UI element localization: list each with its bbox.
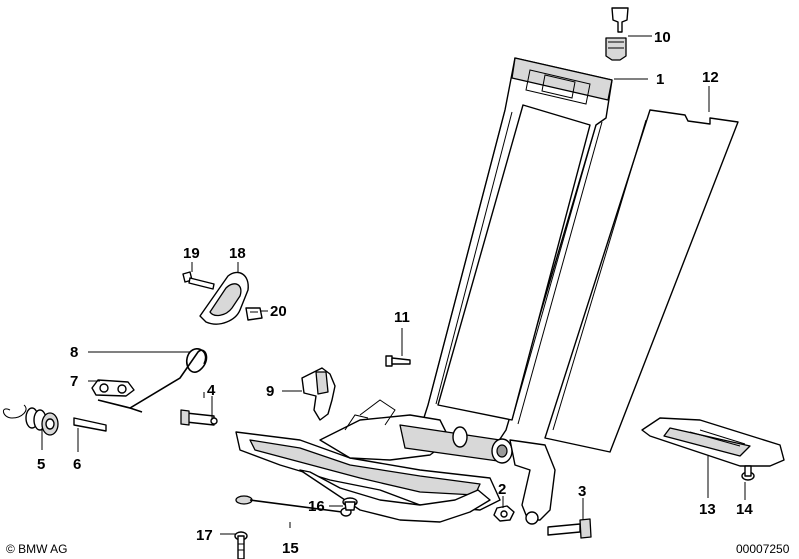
callout-19: 19 — [183, 245, 200, 262]
callout-8: 8 — [70, 344, 78, 361]
spring-clamp[interactable] — [91, 379, 135, 397]
coil-spring[interactable] — [3, 404, 59, 436]
callout-9: 9 — [266, 383, 274, 400]
copyright-label: © BMW AG — [6, 542, 68, 556]
callout-3: 3 — [578, 483, 586, 500]
pin-bolt[interactable] — [180, 409, 218, 426]
callout-15: 15 — [282, 540, 299, 557]
callout-13: 13 — [699, 501, 716, 518]
rivet[interactable] — [741, 465, 755, 481]
callout-12: 12 — [702, 69, 719, 86]
callout-1: 1 — [656, 71, 664, 88]
callout-6: 6 — [73, 456, 81, 473]
callout-18: 18 — [229, 245, 246, 262]
nut[interactable] — [493, 505, 515, 522]
backrest-frame[interactable] — [419, 57, 613, 446]
lever-trim[interactable] — [199, 271, 249, 325]
leader-lines — [41, 35, 746, 535]
mounting-bracket[interactable] — [301, 367, 336, 421]
torsion-spring[interactable] — [97, 348, 208, 413]
callout-16: 16 — [308, 498, 325, 515]
callout-7: 7 — [70, 373, 78, 390]
callout-17: 17 — [196, 527, 213, 544]
callout-10: 10 — [654, 29, 671, 46]
screw-11[interactable] — [385, 355, 411, 367]
callout-2: 2 — [498, 481, 506, 498]
callout-20: 20 — [270, 303, 287, 320]
side-cover[interactable] — [641, 417, 785, 467]
callout-14: 14 — [736, 501, 753, 518]
clip-20[interactable] — [245, 307, 263, 321]
upper-clip[interactable] — [605, 7, 629, 61]
small-pin[interactable] — [73, 417, 107, 432]
push-button[interactable] — [342, 497, 358, 511]
diagram-id: 00007250 — [736, 542, 790, 556]
seat-frame[interactable] — [235, 399, 556, 525]
screw-19[interactable] — [182, 271, 215, 290]
bolt[interactable] — [547, 518, 592, 539]
callout-11: 11 — [394, 309, 410, 326]
callout-4: 4 — [207, 382, 216, 399]
callout-5: 5 — [37, 456, 45, 473]
rear-panel[interactable] — [544, 109, 739, 453]
pull-pin[interactable] — [234, 531, 248, 559]
